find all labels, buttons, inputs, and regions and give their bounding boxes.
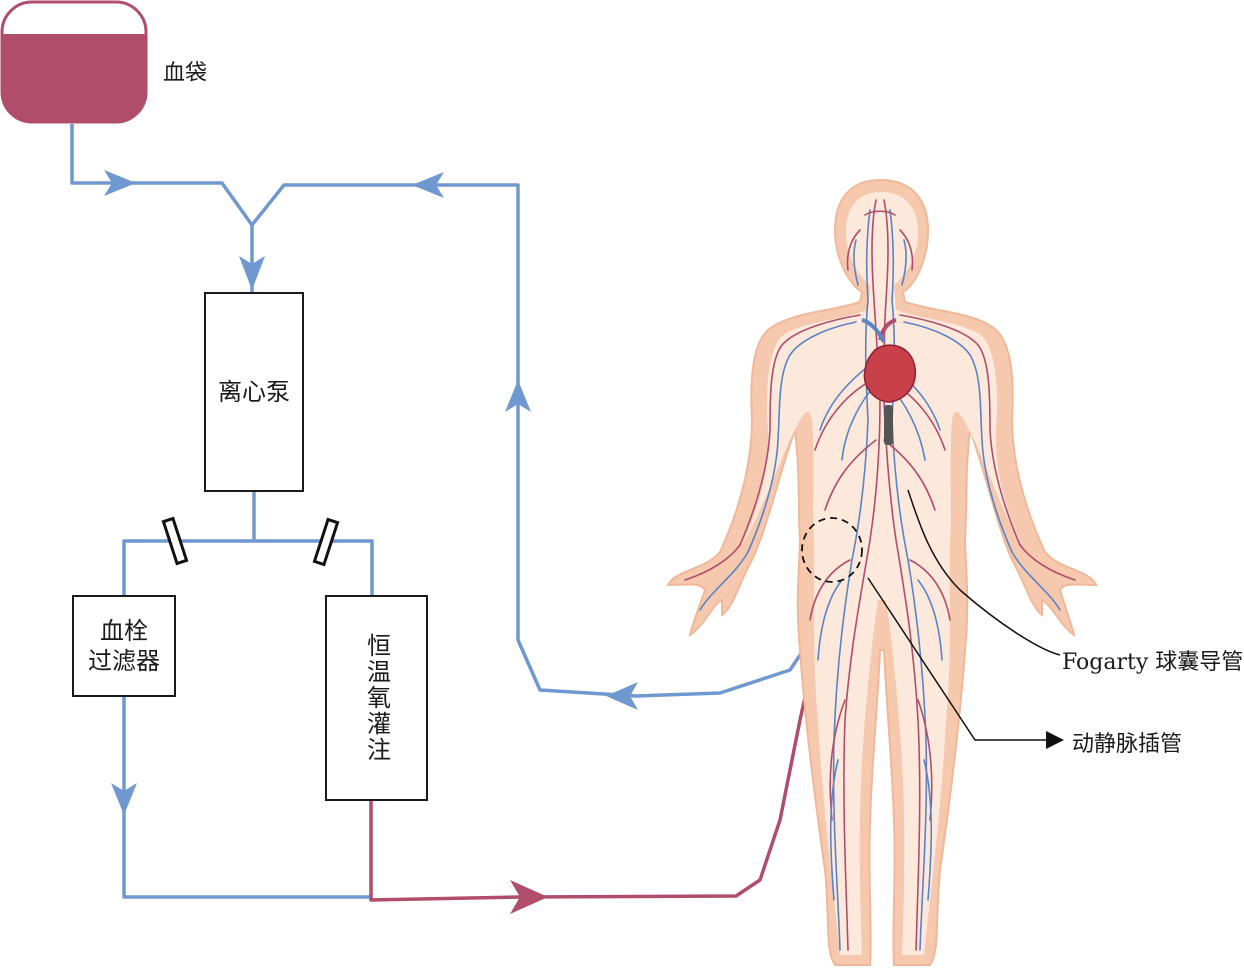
arrow-left-icon <box>412 172 444 198</box>
flow-arrows <box>104 170 638 914</box>
callout-leaders <box>867 489 1061 741</box>
blood-bag-label: 血袋 <box>163 61 208 86</box>
filter-label-line2: 过滤器 <box>88 647 160 675</box>
arrow-right-icon <box>104 170 136 196</box>
clamp-icon <box>312 517 340 567</box>
clamp-icon <box>161 516 189 566</box>
arrow-right-icon <box>510 880 548 914</box>
arrow-left-icon <box>606 682 638 710</box>
arterial-return-line <box>369 559 847 902</box>
arrow-down-icon <box>239 256 265 290</box>
balloon-catheter-icon <box>884 405 893 445</box>
cannula-label: 动静脉插管 <box>1072 732 1183 757</box>
filter-label-line1: 血栓 <box>100 617 148 645</box>
blood-bag-icon <box>0 0 148 124</box>
centrifugal-pump-box: 离心泵 <box>204 292 304 492</box>
arrow-up-icon <box>505 380 531 412</box>
thrombus-filter-box: 血栓 过滤器 <box>72 595 176 697</box>
heart-icon <box>861 318 916 403</box>
fogarty-catheter-label: Fogarty 球囊导管 <box>1062 650 1244 675</box>
arrow-right-icon <box>1046 731 1064 749</box>
pump-label: 离心泵 <box>218 378 290 406</box>
arrow-down-icon <box>111 783 137 815</box>
oxygenator-box: 恒温氧灌注 <box>325 595 428 801</box>
human-body-circulation-icon <box>666 178 1098 966</box>
insertion-site-marker <box>801 517 863 583</box>
oxygenator-label: 恒温氧灌注 <box>362 633 391 763</box>
